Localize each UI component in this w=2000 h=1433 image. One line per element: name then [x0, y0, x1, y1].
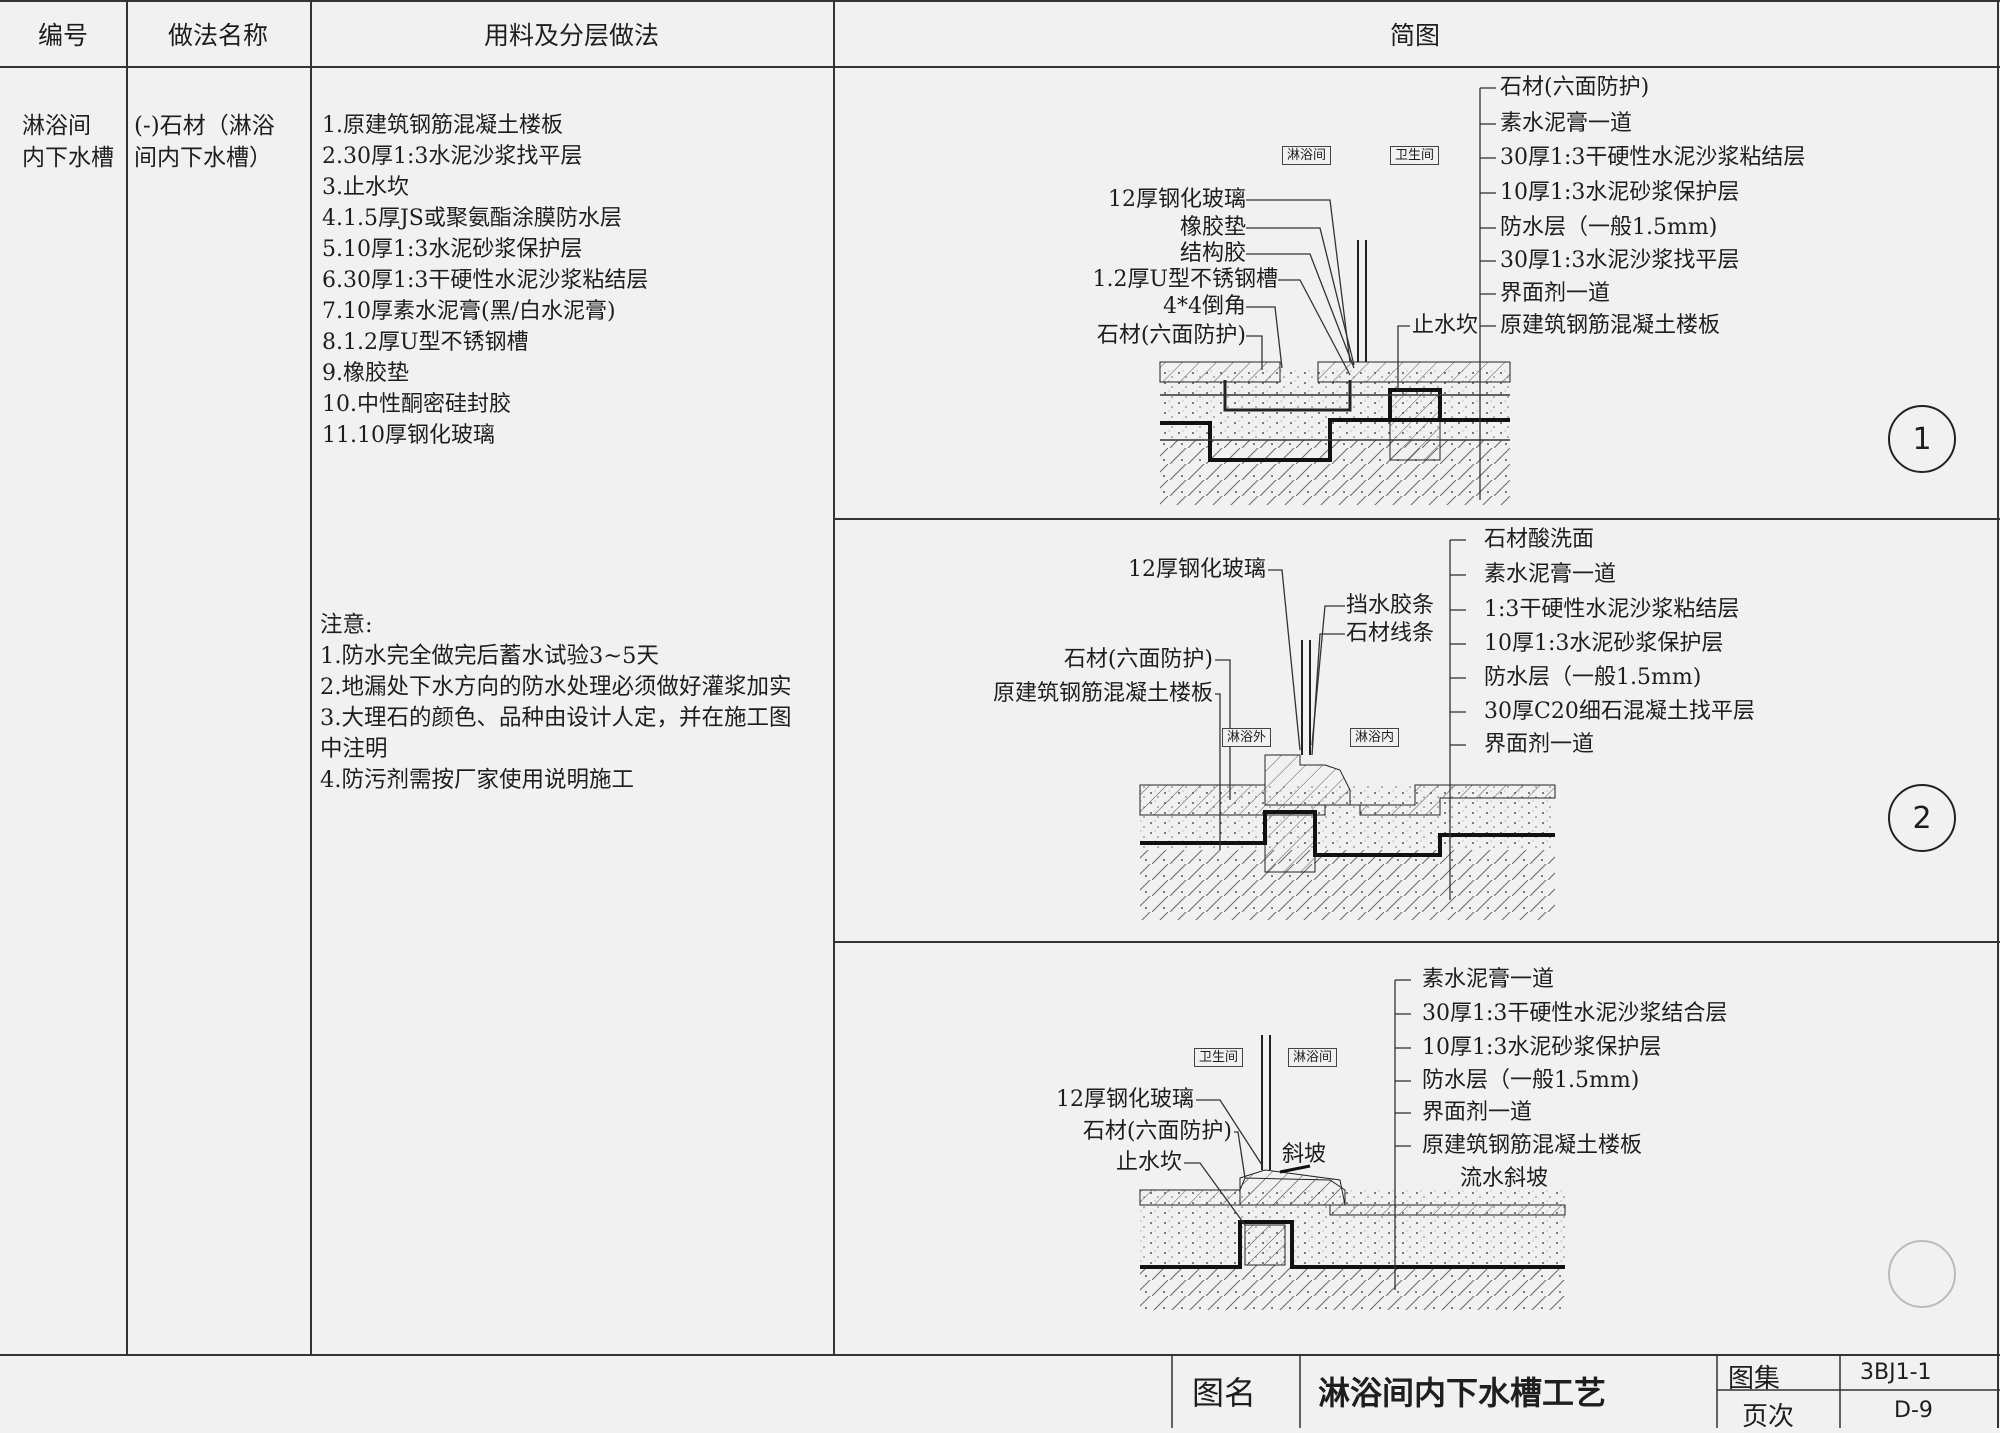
- detail1-number-circle: 1: [1888, 405, 1956, 473]
- detail1-left-label: 橡胶垫: [1179, 215, 1246, 240]
- step-item: 11.10厚钢化玻璃: [322, 423, 495, 448]
- detail2-mid-label: 石材线条: [1346, 621, 1435, 646]
- step-item: 8.1.2厚U型不锈钢槽: [322, 330, 529, 355]
- detail3-right-label: 10厚1:3水泥砂浆保护层: [1422, 1035, 1662, 1060]
- detail3-right-label: 素水泥膏一道: [1422, 967, 1555, 992]
- header-method-name: 做法名称: [167, 21, 268, 50]
- detail2-left-label: 原建筑钢筋混凝土楼板: [992, 681, 1213, 706]
- note-item: 3.大理石的颜色、品种由设计人定，并在施工图: [320, 705, 792, 731]
- title-block-name-label: 图名: [1192, 1374, 1257, 1412]
- header-code: 编号: [37, 21, 88, 50]
- header-divider: [0, 66, 2000, 68]
- step-item: 10.中性酮密硅封胶: [322, 392, 511, 417]
- detail3-left-label: 12厚钢化玻璃: [1056, 1087, 1194, 1112]
- note-item: 1.防水完全做完后蓄水试验3~5天: [320, 643, 659, 669]
- detail1-right-label: 素水泥膏一道: [1500, 111, 1633, 136]
- detail1-right-label: 界面剂一道: [1500, 281, 1611, 306]
- note-item: 中注明: [320, 736, 388, 762]
- detail2-tag-left: 淋浴外: [1222, 728, 1272, 747]
- detail2-right-label: 30厚C20细石混凝土找平层: [1484, 699, 1755, 724]
- detail1-right-label: 30厚1:3水泥沙浆找平层: [1500, 248, 1740, 273]
- notes-block: 注意: 1.防水完全做完后蓄水试验3~5天 2.地漏处下水方向的防水处理必须做好…: [320, 610, 791, 796]
- note-item: 4.防污剂需按厂家使用说明施工: [320, 767, 634, 793]
- detail3-left-label: 止水坎: [1115, 1150, 1182, 1175]
- detail3-layers: [1139, 1035, 1566, 1310]
- detail2-right-label: 1:3干硬性水泥沙浆粘结层: [1484, 597, 1740, 622]
- title-block-atlas-value: 3BJ1-1: [1860, 1360, 1932, 1385]
- detail-divider-2: [833, 941, 2000, 943]
- detail2-tag-right: 淋浴内: [1350, 728, 1400, 747]
- detail1-mid-label: 止水坎: [1412, 313, 1479, 338]
- detail3-tag-left: 卫生间: [1194, 1048, 1244, 1067]
- detail3-number-circle: [1888, 1240, 1956, 1308]
- detail2-number-circle: 2: [1888, 784, 1956, 852]
- detail3-right-label: 原建筑钢筋混凝土楼板: [1422, 1133, 1643, 1158]
- detail1-layers: [1159, 240, 1511, 505]
- detail3-mid-label: 斜坡: [1282, 1142, 1327, 1167]
- detail3-left-label: 石材(六面防护): [1082, 1119, 1232, 1144]
- step-item: 6.30厚1:3干硬性水泥沙浆粘结层: [322, 268, 649, 293]
- title-block-name-value: 淋浴间内下水槽工艺: [1318, 1374, 1607, 1412]
- detail1-left-label: 12厚钢化玻璃: [1108, 187, 1246, 212]
- title-block-page-value: D-9: [1894, 1398, 1933, 1423]
- detail1-left-label: 4*4倒角: [1163, 294, 1246, 319]
- detail1-left-label: 1.2厚U型不锈钢槽: [1092, 267, 1278, 292]
- step-item: 7.10厚素水泥膏(黑/白水泥膏): [322, 299, 616, 324]
- detail2-right-label: 界面剂一道: [1484, 732, 1595, 757]
- step-item: 3.止水坎: [322, 175, 409, 200]
- detail2-layers: [1139, 640, 1556, 920]
- detail1-right-label: 防水层（一般1.5mm): [1500, 215, 1718, 240]
- step-item: 1.原建筑钢筋混凝土楼板: [322, 113, 563, 138]
- detail2-left-label: 石材(六面防护): [1063, 647, 1213, 672]
- detail2-leaders: [1215, 539, 1466, 900]
- detail3-right-label: 防水层（一般1.5mm): [1422, 1068, 1640, 1093]
- col-divider-2: [310, 0, 312, 1354]
- detail1-right-label: 石材(六面防护): [1500, 75, 1650, 100]
- detail1-leaders: [1246, 87, 1496, 500]
- row-code: 淋浴间 内下水槽: [22, 113, 114, 171]
- frame-top: [0, 0, 2000, 2]
- detail1-right-label: 10厚1:3水泥砂浆保护层: [1500, 180, 1740, 205]
- detail1-tag-right: 卫生间: [1390, 146, 1440, 165]
- step-item: 5.10厚1:3水泥砂浆保护层: [322, 237, 583, 262]
- detail2-right-label: 石材酸洗面: [1484, 527, 1595, 552]
- detail3-flow-label: 流水斜坡: [1460, 1166, 1549, 1191]
- detail3-right-label: 30厚1:3干硬性水泥沙浆结合层: [1422, 1001, 1728, 1026]
- step-item: 4.1.5厚JS或聚氨酯涂膜防水层: [322, 206, 622, 231]
- detail3-leaders: [1184, 979, 1411, 1290]
- step-list: 1.原建筑钢筋混凝土楼板 2.30厚1:3水泥沙浆找平层 3.止水坎 4.1.5…: [322, 110, 648, 451]
- title-block-grid: [1171, 1354, 2000, 1428]
- detail3-right-label: 界面剂一道: [1422, 1100, 1533, 1125]
- header-diagram: 简图: [1389, 21, 1440, 50]
- frame-right: [1997, 0, 1999, 1428]
- notes-title: 注意:: [320, 612, 373, 638]
- detail2-left-label: 12厚钢化玻璃: [1128, 557, 1266, 582]
- detail1-left-label: 石材(六面防护): [1096, 323, 1246, 348]
- detail2-right-label: 防水层（一般1.5mm): [1484, 665, 1702, 690]
- detail1-right-label: 原建筑钢筋混凝土楼板: [1500, 313, 1721, 338]
- step-item: 9.橡胶垫: [322, 361, 409, 386]
- title-block-page-label: 页次: [1742, 1402, 1795, 1432]
- detail1-left-label: 结构胶: [1179, 241, 1246, 266]
- col-divider-3: [833, 0, 835, 1354]
- title-block-atlas-label: 图集: [1728, 1364, 1781, 1394]
- detail1-right-label: 30厚1:3干硬性水泥沙浆粘结层: [1500, 145, 1806, 170]
- detail2-mid-label: 挡水胶条: [1346, 593, 1435, 618]
- detail3-tag-right: 淋浴间: [1288, 1048, 1338, 1067]
- step-item: 2.30厚1:3水泥沙浆找平层: [322, 144, 583, 169]
- detail1-tag-left: 淋浴间: [1282, 146, 1332, 165]
- header-materials: 用料及分层做法: [483, 21, 659, 50]
- detail2-right-label: 素水泥膏一道: [1484, 562, 1617, 587]
- detail-divider-1: [833, 518, 2000, 520]
- body-bottom-line: [0, 1354, 2000, 1356]
- row-method-name: (-)石材（淋浴 间内下水槽）: [134, 113, 275, 171]
- col-divider-1: [126, 0, 128, 1354]
- note-item: 2.地漏处下水方向的防水处理必须做好灌浆加实: [320, 674, 792, 700]
- detail2-right-label: 10厚1:3水泥砂浆保护层: [1484, 631, 1724, 656]
